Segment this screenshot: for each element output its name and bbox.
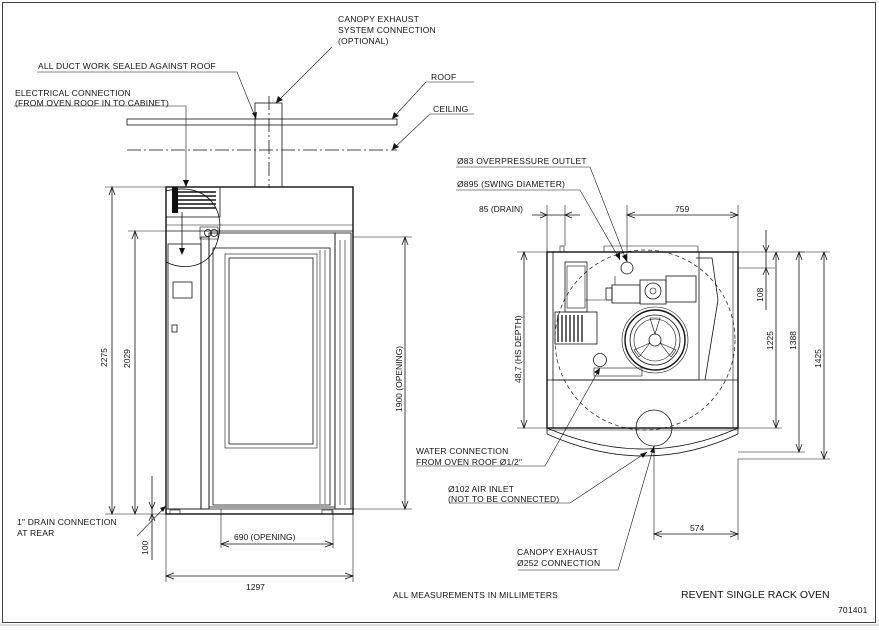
- plan-front-arc: [546, 427, 739, 450]
- label-drain-connection-2: AT REAR: [17, 528, 54, 538]
- dim-front-height-total: 2275: [99, 348, 109, 367]
- label-air-inlet-1: Ø102 AIR INLET: [448, 484, 514, 494]
- front-view: [14, 46, 474, 582]
- dim-plan-1388: 1388: [788, 331, 798, 350]
- drawing-title: REVENT SINGLE RACK OVEN: [681, 589, 830, 601]
- label-canopy-exhaust-system-1: CANOPY EXHAUST: [338, 14, 419, 24]
- note-measurements: ALL MEASUREMENTS IN MILLIMETERS: [393, 590, 558, 600]
- roof-slab: [126, 118, 398, 126]
- dim-plan-width-top: 759: [675, 204, 689, 214]
- dim-plan-574: 574: [690, 523, 704, 533]
- label-water-connection-1: WATER CONNECTION: [416, 446, 508, 456]
- dim-front-opening-height: 1900 (OPENING): [394, 346, 404, 412]
- drawing-number: 701401: [838, 605, 868, 615]
- label-swing-diameter: Ø895 (SWING DIAMETER): [457, 179, 565, 189]
- fan-wheel: [624, 309, 686, 371]
- oven-cabinet: [165, 186, 354, 515]
- label-roof: ROOF: [431, 72, 456, 82]
- annotation-texts: CANOPY EXHAUST SYSTEM CONNECTION (OPTION…: [15, 14, 868, 615]
- dim-front-height-body: 2029: [122, 349, 132, 368]
- dim-plan-108: 108: [755, 288, 765, 302]
- door-window: [228, 257, 314, 445]
- label-water-connection-2: FROM OVEN ROOF Ø1/2": [416, 457, 522, 467]
- dim-front-opening-width: 690 (OPENING): [234, 532, 296, 542]
- dim-plan-hs-depth: 48,7 (HS DEPTH): [513, 315, 523, 383]
- dim-plan-1225: 1225: [765, 331, 775, 350]
- label-air-inlet-2: (NOT TO BE CONNECTED): [448, 494, 559, 504]
- label-overpressure-outlet: Ø83 OVERPRESSURE OUTLET: [457, 156, 587, 166]
- top-fan-housing: [165, 186, 221, 218]
- label-canopy-exhaust-connection-1: CANOPY EXHAUST: [517, 547, 598, 557]
- dim-front-width: 1297: [246, 582, 265, 592]
- label-ceiling: CEILING: [433, 104, 468, 114]
- label-drain-connection-1: 1" DRAIN CONNECTION: [17, 517, 117, 527]
- label-canopy-exhaust-system-2: SYSTEM CONNECTION: [338, 25, 436, 35]
- plan-view: [416, 166, 830, 571]
- dim-front-floor-offset: 100: [140, 541, 150, 555]
- water-connection-point: [593, 353, 607, 367]
- label-duct-sealed: ALL DUCT WORK SEALED AGAINST ROOF: [38, 61, 216, 71]
- label-canopy-exhaust-connection-2: Ø252 CONNECTION: [517, 558, 600, 568]
- dim-plan-1425: 1425: [813, 349, 823, 368]
- label-canopy-exhaust-system-3: (OPTIONAL): [338, 36, 389, 46]
- label-electrical-connection-2: (FROM OVEN ROOF IN TO CABINET): [15, 98, 169, 108]
- dim-plan-drain: 85 (DRAIN): [479, 204, 523, 214]
- label-electrical-connection-1: ELECTRICAL CONNECTION: [15, 88, 131, 98]
